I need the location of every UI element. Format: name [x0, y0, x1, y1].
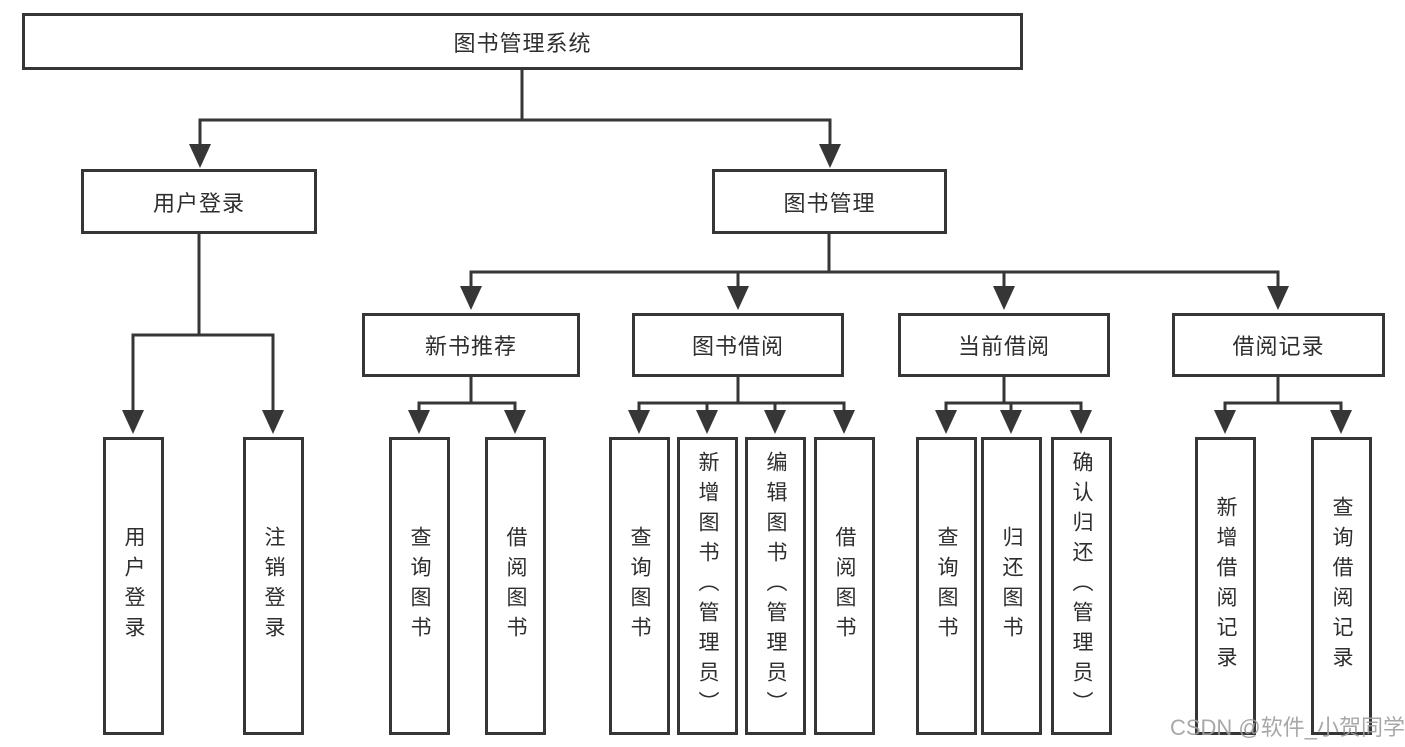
node-book-borrowing: 图书借阅 [632, 313, 844, 377]
leaf-label: 借阅图书 [833, 526, 856, 646]
leaf-borrow-books-2: 借阅图书 [814, 437, 875, 735]
leaf-user-login: 用户登录 [103, 437, 164, 735]
leaf-label: 查询借阅记录 [1330, 496, 1353, 676]
leaf-label: 查询图书 [408, 526, 431, 646]
leaf-query-borrow-record: 查询借阅记录 [1311, 437, 1372, 735]
leaf-label: 新增借阅记录 [1214, 496, 1237, 676]
leaf-label: 编辑图书（管理员） [764, 451, 787, 721]
leaf-label: 用户登录 [122, 526, 145, 646]
leaf-label: 确认归还（管理员） [1070, 451, 1093, 721]
leaf-add-book-admin: 新增图书（管理员） [677, 437, 738, 735]
node-borrowing-records: 借阅记录 [1172, 313, 1385, 377]
leaf-label: 借阅图书 [504, 526, 527, 646]
leaf-edit-book-admin: 编辑图书（管理员） [745, 437, 806, 735]
leaf-label: 注销登录 [262, 526, 285, 646]
leaf-query-books-2: 查询图书 [609, 437, 670, 735]
leaf-confirm-return-admin: 确认归还（管理员） [1051, 437, 1112, 735]
node-book-management: 图书管理 [712, 169, 947, 234]
leaf-label: 新增图书（管理员） [696, 451, 719, 721]
node-user-login: 用户登录 [81, 169, 317, 234]
node-current-borrowing: 当前借阅 [898, 313, 1110, 377]
leaf-label: 查询图书 [935, 526, 958, 646]
leaf-logout: 注销登录 [243, 437, 304, 735]
leaf-add-borrow-record: 新增借阅记录 [1195, 437, 1256, 735]
leaf-label: 查询图书 [628, 526, 651, 646]
node-root: 图书管理系统 [22, 13, 1023, 70]
leaf-borrow-books-1: 借阅图书 [485, 437, 546, 735]
csdn-watermark: CSDN @软件_小贺同学 [1169, 715, 1405, 740]
leaf-return-book: 归还图书 [981, 437, 1042, 735]
leaf-query-books-3: 查询图书 [916, 437, 977, 735]
node-new-book-recommendation: 新书推荐 [362, 313, 580, 377]
leaf-query-books-1: 查询图书 [389, 437, 450, 735]
leaf-label: 归还图书 [1000, 526, 1023, 646]
